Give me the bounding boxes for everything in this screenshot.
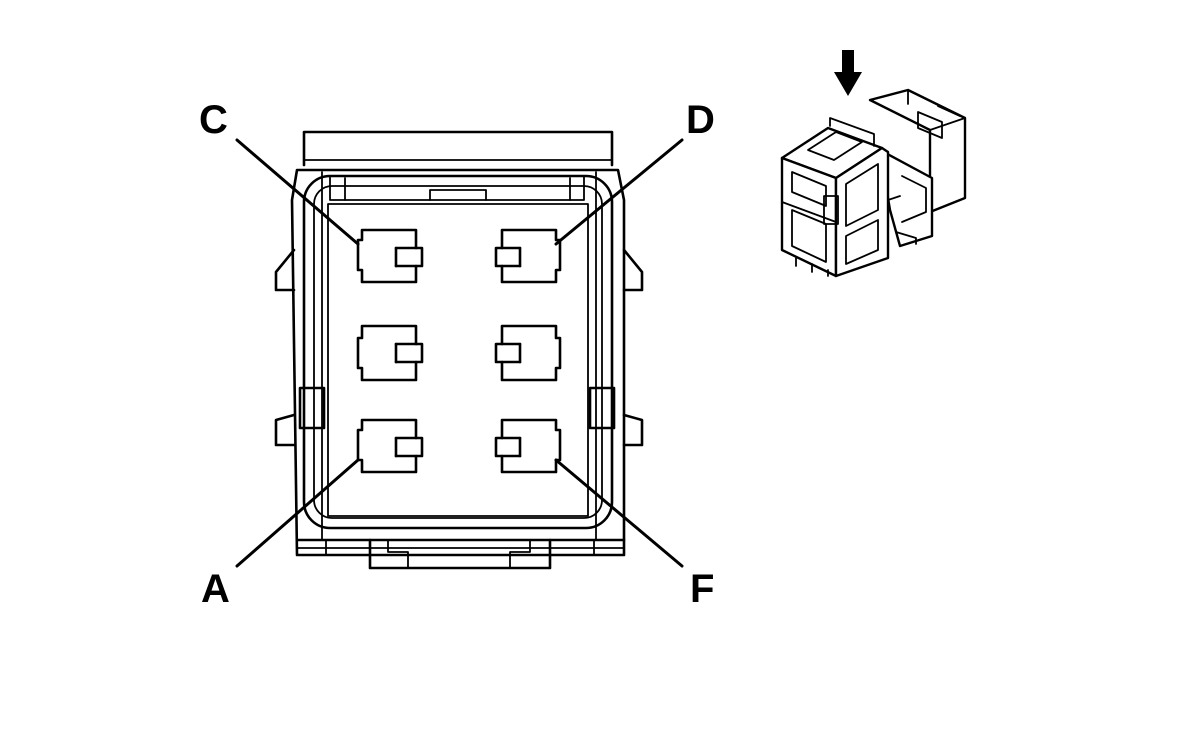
pin-label-d: D — [686, 98, 715, 142]
leader-line-a — [235, 458, 360, 568]
leader-line-d — [554, 138, 684, 246]
leader-line-f — [554, 458, 684, 568]
pin-label-f: F — [690, 567, 714, 611]
terminal-cavity-d — [494, 228, 562, 284]
pin-label-a: A — [201, 567, 230, 611]
pin-label-c: C — [199, 98, 228, 142]
terminal-cavity-center-right — [494, 324, 562, 382]
terminal-cavity-c — [356, 228, 424, 284]
terminal-cavity-center-left — [356, 324, 424, 382]
insertion-arrow-icon — [834, 50, 862, 96]
leader-line-c — [235, 138, 360, 246]
terminal-cavity-f — [494, 418, 562, 474]
terminal-cavity-a — [356, 418, 424, 474]
connector-face-view — [274, 130, 644, 570]
connector-isometric-view — [780, 88, 967, 278]
